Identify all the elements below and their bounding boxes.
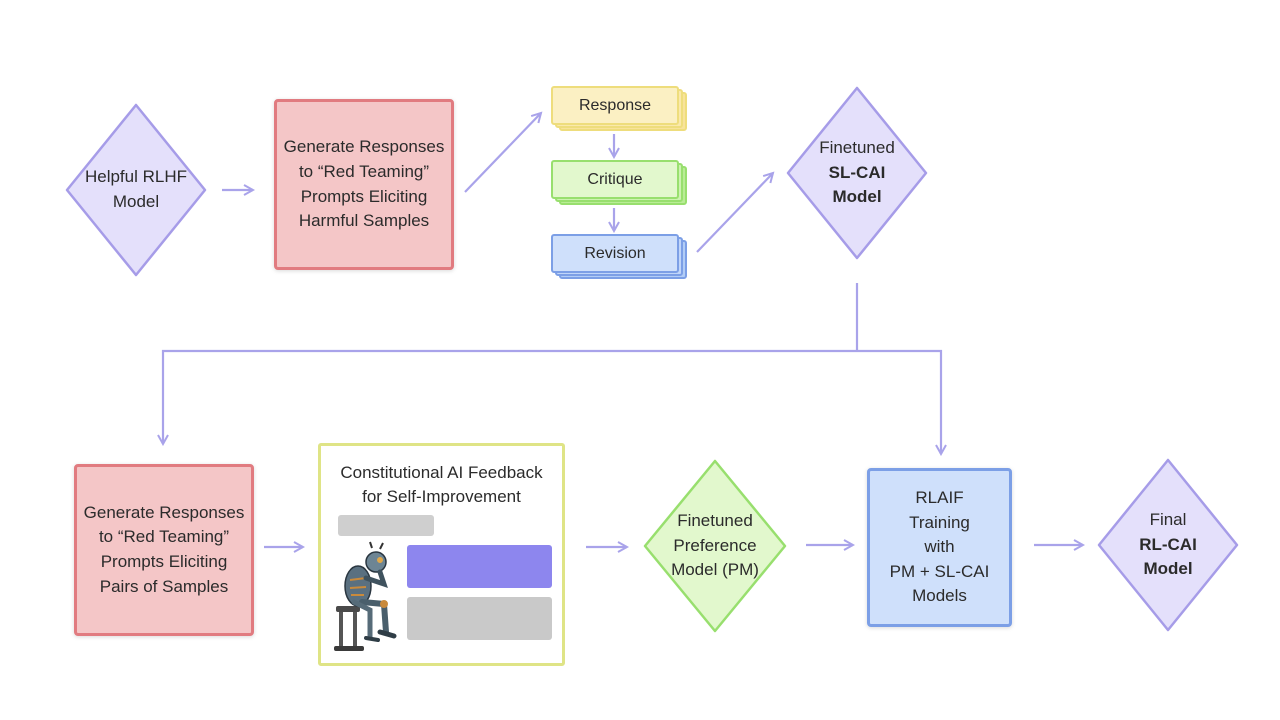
feedback-title-line-1: Constitutional AI Feedback <box>340 463 543 483</box>
arrow-revision-to-finetuned <box>696 173 773 253</box>
pm-line-3: Model (PM) <box>671 560 759 580</box>
preference-model-diamond <box>643 459 787 633</box>
generate-harmful-samples-box <box>274 99 454 270</box>
critique-label: Critique <box>587 170 643 188</box>
arrow-branch-right <box>857 349 941 454</box>
final-line-3: Model <box>1143 559 1193 579</box>
revision-box: Revision <box>551 234 679 273</box>
feedback-title-line-2: for Self-Improvement <box>362 487 521 506</box>
generate-pairs-label: Generate Responses to “Red Teaming” Prom… <box>74 464 254 636</box>
rlaif-line-5: Models <box>912 586 967 606</box>
rlaif-line-4: PM + SL-CAI <box>889 561 990 581</box>
sl-cai-line-2: SL-CAI <box>828 162 886 182</box>
harmful-line-4: Harmful Samples <box>298 211 430 231</box>
helpful-model-line-1: Helpful RLHF <box>84 167 188 187</box>
final-rl-cai-diamond <box>1097 458 1239 632</box>
preference-model-label: Finetuned Preference Model (PM) <box>642 458 788 634</box>
sl-cai-line-3: Model <box>832 187 882 207</box>
helpful-rlhf-model-label: Helpful RLHF Model <box>64 102 208 278</box>
rlaif-line-3: with <box>924 537 955 557</box>
arrow-branch-left <box>163 349 857 444</box>
pairs-line-2: to “Red Teaming” <box>98 527 230 547</box>
arrow-generate-to-response <box>464 113 541 193</box>
helpful-model-line-2: Model <box>112 192 160 211</box>
generate-harmful-samples-label: Generate Responses to “Red Teaming” Prom… <box>274 99 454 270</box>
rlaif-training-box <box>867 468 1012 627</box>
sl-cai-line-1: Finetuned <box>819 138 895 158</box>
harmful-line-3: Prompts Eliciting <box>300 186 428 206</box>
helpful-rlhf-model-diamond <box>65 103 207 277</box>
pm-line-1: Finetuned <box>677 511 753 531</box>
robot-thinker-illustration <box>334 541 397 651</box>
critique-box: Critique <box>551 160 679 199</box>
harmful-line-1: Generate Responses <box>283 137 445 157</box>
generate-pairs-box <box>74 464 254 636</box>
final-line-2: RL-CAI <box>1139 534 1197 554</box>
revision-label: Revision <box>584 244 646 262</box>
rlaif-line-1: RLAIF <box>915 487 964 507</box>
chat-bubble-purple <box>407 545 552 588</box>
response-box: Response <box>551 86 679 125</box>
final-rl-cai-label: Final RL-CAI Model <box>1096 457 1240 633</box>
pairs-line-1: Generate Responses <box>83 502 245 522</box>
finetuned-sl-cai-diamond <box>786 86 928 260</box>
final-line-1: Final <box>1149 510 1187 530</box>
harmful-line-2: to “Red Teaming” <box>298 161 430 181</box>
chat-bubble-gray-small <box>338 515 434 536</box>
response-label: Response <box>578 96 652 114</box>
pm-line-2: Preference <box>673 535 757 555</box>
feedback-panel-title: Constitutional AI Feedback for Self-Impr… <box>321 456 562 514</box>
pairs-line-3: Prompts Eliciting <box>100 552 228 571</box>
rlaif-line-2: Training <box>909 512 970 532</box>
pairs-line-4: Pairs of Samples <box>99 576 229 596</box>
chat-bubble-gray-large <box>407 597 552 640</box>
finetuned-sl-cai-label: Finetuned SL-CAI Model <box>785 85 929 261</box>
rlaif-training-label: RLAIF Training with PM + SL-CAI Models <box>867 468 1012 627</box>
